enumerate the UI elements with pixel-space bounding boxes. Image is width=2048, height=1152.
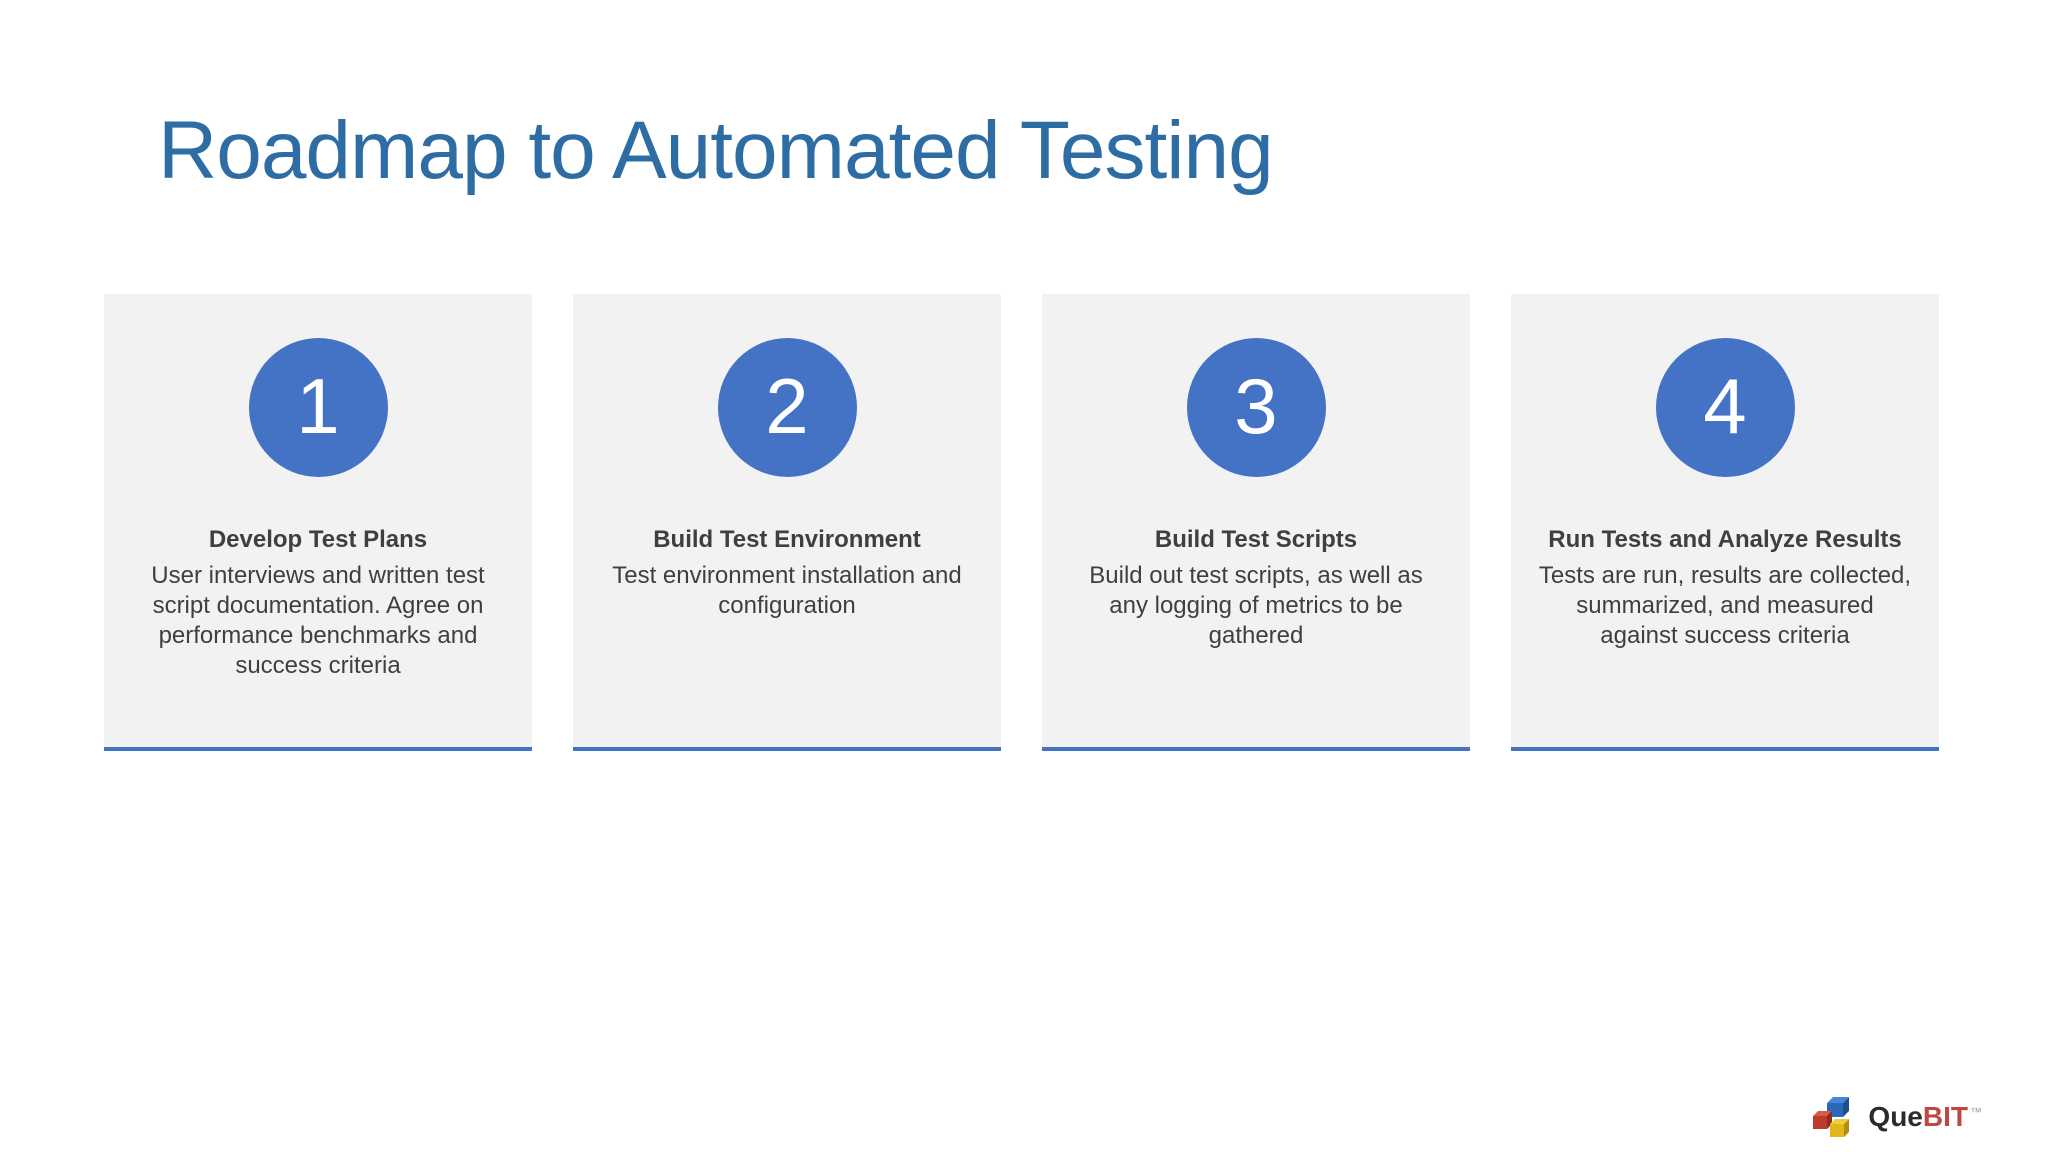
step-4-number-badge: 4 [1655,338,1795,477]
logo-trademark: ™ [1970,1105,1982,1119]
logo-que-text: Que [1868,1101,1923,1132]
step-2-number: 2 [765,361,809,450]
step-card-3: 3 Build Test Scripts Build out test scri… [1042,294,1470,751]
step-card-4: 4 Run Tests and Analyze Results Tests ar… [1511,294,1939,751]
steps-row: 1 Develop Test Plans User interviews and… [104,294,1947,751]
step-1-description: User interviews and written test script … [151,562,485,679]
page-title: Roadmap to Automated Testing [158,105,1274,196]
quebit-logo-text: Que BIT ™ [1868,1101,1982,1133]
step-card-1: 1 Develop Test Plans User interviews and… [104,294,532,751]
step-4-description: Tests are run, results are collected, su… [1538,562,1912,649]
quebit-cubes-icon [1813,1097,1850,1137]
step-1-heading: Develop Test Plans [208,526,428,553]
step-2-heading: Build Test Environment [653,526,921,553]
logo-bit-text: BIT [1922,1101,1968,1132]
step-2-number-badge: 2 [717,338,857,477]
step-3-description: Build out test scripts, as well as any l… [1089,562,1423,649]
quebit-logo: Que BIT ™ [1809,1094,1982,1140]
step-card-2: 2 Build Test Environment Test environmen… [573,294,1001,751]
step-3-number: 3 [1234,361,1278,450]
step-3-number-badge: 3 [1186,338,1326,477]
step-1-number-badge: 1 [248,338,388,477]
step-3-heading: Build Test Scripts [1154,526,1358,553]
step-4-heading: Run Tests and Analyze Results [1548,526,1902,553]
step-2-description: Test environment installation and config… [612,562,962,619]
step-4-number: 4 [1703,361,1747,450]
step-1-number: 1 [296,361,340,450]
